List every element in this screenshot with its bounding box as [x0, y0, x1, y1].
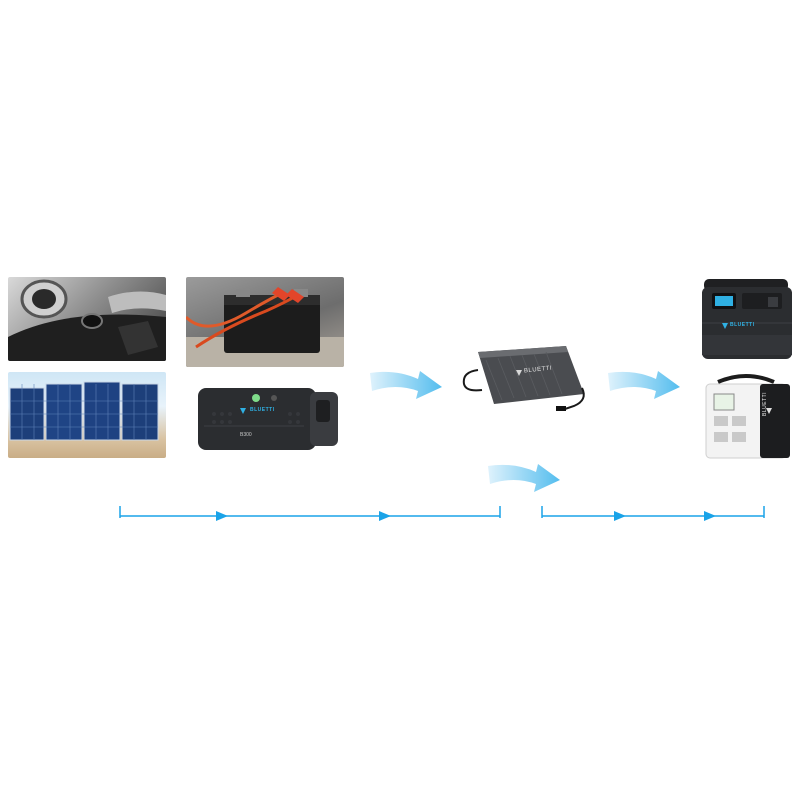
car-battery-photo: [186, 277, 344, 367]
solar-panels-photo: [8, 372, 166, 458]
timeline-arrowhead-4: [704, 511, 716, 521]
flow-arrow-to-stations: [606, 365, 682, 410]
car-interior-photo: [8, 277, 166, 361]
timeline-arrowhead-3: [614, 511, 626, 521]
power-station-white: BLUETTI: [698, 372, 798, 462]
timeline-arrowhead-1: [216, 511, 228, 521]
timeline-arrowhead-2: [379, 511, 391, 521]
flow-arrow-to-charger: [368, 365, 444, 410]
battery-brand-label: BLUETTI: [250, 407, 275, 413]
battery-model-label: B300: [240, 432, 252, 438]
charger-device: BLUETTI: [456, 340, 606, 420]
station1-brand-label: BLUETTI: [730, 322, 755, 328]
expansion-battery: BLUETTI B300: [194, 382, 342, 452]
flow-arrow-lower: [486, 458, 562, 503]
power-station-dark: BLUETTI: [698, 275, 798, 363]
